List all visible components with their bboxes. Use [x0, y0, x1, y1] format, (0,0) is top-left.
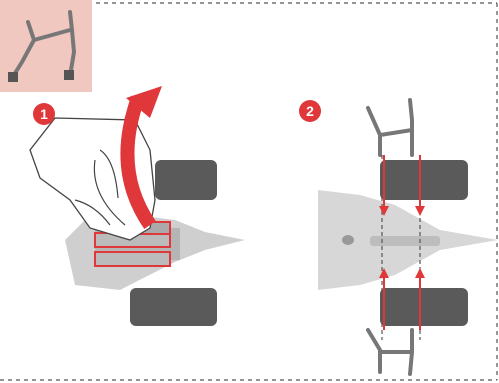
tire-top-left — [155, 160, 217, 200]
tire-top-right — [380, 160, 468, 200]
step-one-badge: 1 — [33, 103, 55, 125]
step-two-badge: 2 — [299, 100, 321, 122]
tire-bottom-left — [130, 288, 217, 326]
tire-bottom-right — [380, 288, 468, 326]
